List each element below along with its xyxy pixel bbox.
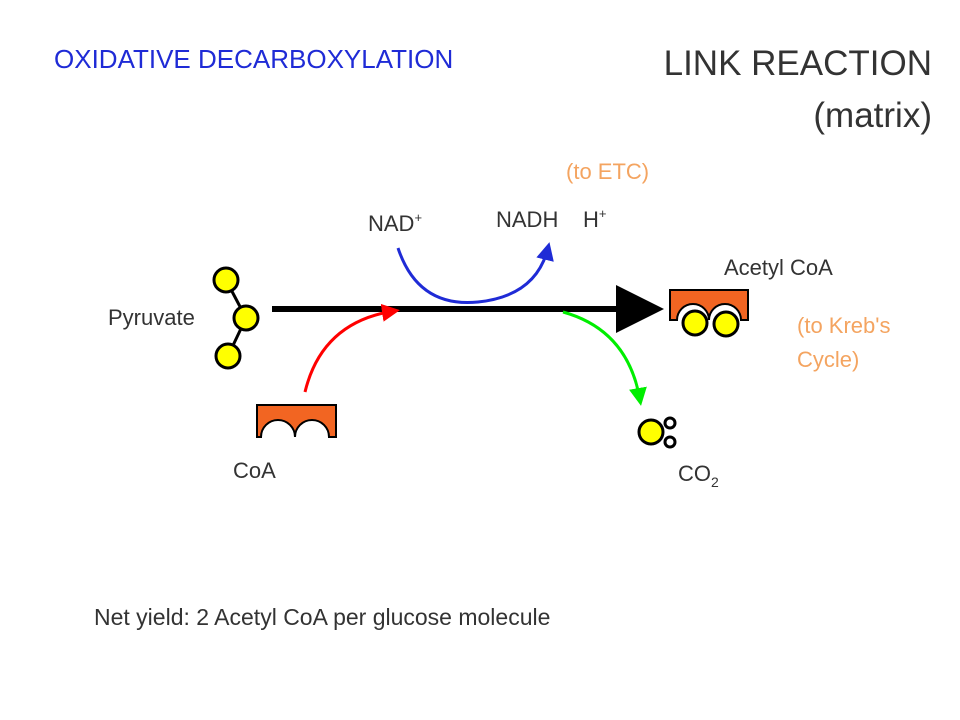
acetyl-coa-molecule (669, 289, 749, 338)
h-ion-label: H+ (583, 206, 607, 232)
oxygen-atom (663, 416, 677, 430)
carbon-atom (712, 310, 740, 338)
carbon-atom (212, 266, 240, 294)
co2-label: CO2 (678, 461, 719, 490)
carbon-atom (637, 418, 665, 446)
pyruvate-molecule (212, 266, 260, 370)
coa-shape (256, 404, 337, 438)
nad-reduction-arrow (396, 242, 554, 305)
coa-entry-arrow (303, 303, 400, 393)
page-title: LINK REACTION (663, 44, 932, 83)
carbon-atom (214, 342, 242, 370)
to-krebs-note-line2: Cycle) (797, 347, 860, 372)
co2-molecule (637, 416, 677, 449)
coa-label: CoA (233, 458, 276, 483)
carbon-atom (232, 304, 260, 332)
nad-label: NAD+ (368, 210, 423, 236)
pyruvate-label: Pyruvate (108, 305, 195, 330)
to-etc-note: (to ETC) (566, 159, 650, 184)
co2-release-arrow (562, 310, 647, 406)
oxygen-atom (663, 435, 677, 449)
carbon-atom (681, 309, 709, 337)
acetyl-coa-label: Acetyl CoA (724, 255, 833, 280)
to-krebs-note-line1: (to Kreb's (797, 313, 891, 338)
subtitle: OXIDATIVE DECARBOXYLATION (54, 44, 454, 74)
nadh-label: NADH (496, 207, 559, 232)
coa-shape (669, 289, 749, 321)
net-yield-note: Net yield: 2 Acetyl CoA per glucose mole… (94, 604, 551, 630)
page-title-location: (matrix) (813, 96, 932, 135)
